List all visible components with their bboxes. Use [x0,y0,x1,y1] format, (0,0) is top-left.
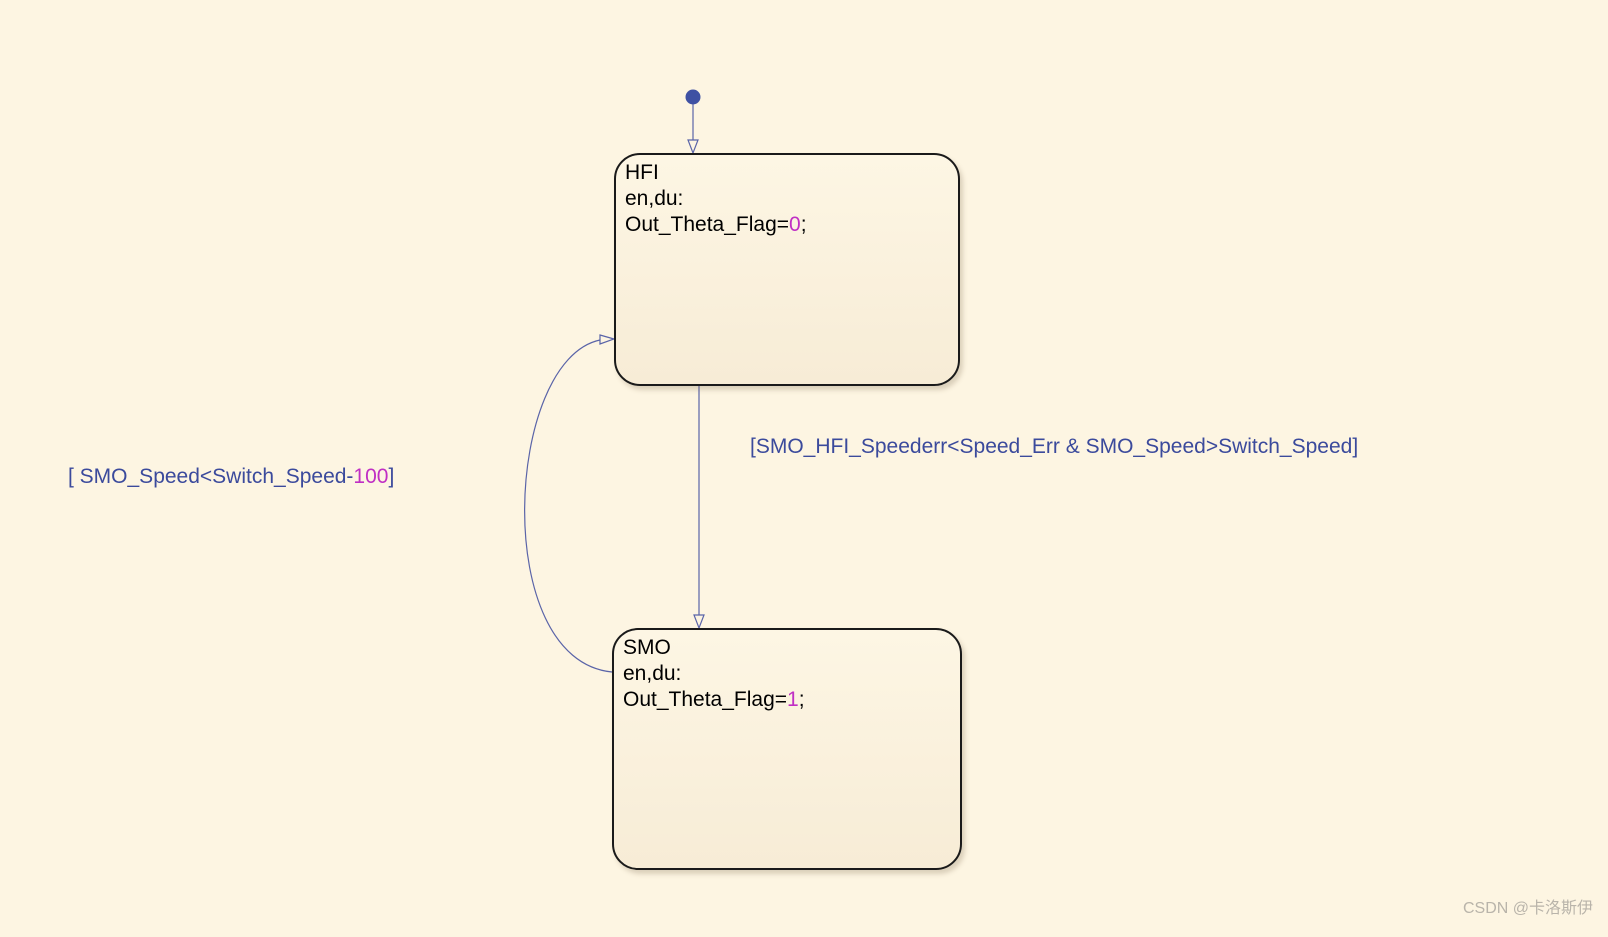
guard-hfi-to-smo[interactable]: [SMO_HFI_Speederr<Speed_Err & SMO_Speed>… [750,435,1359,458]
default-transition-arrowhead [687,139,699,155]
transition-hfi-to-smo-arrowhead [693,614,705,630]
default-transition-dot[interactable] [685,89,701,105]
state-hfi-name: HFI [625,161,659,184]
state-hfi-action-header: en,du: [625,187,684,210]
state-hfi-action: Out_Theta_Flag=0; [625,212,958,238]
state-hfi-action-value: 0 [789,213,801,236]
state-smo-action: Out_Theta_Flag=1; [623,687,960,713]
state-smo-name: SMO [623,636,671,659]
guard-smo-to-hfi[interactable]: [ SMO_Speed<Switch_Speed-100] [68,464,394,490]
watermark: CSDN @卡洛斯伊 [1462,900,1593,917]
state-smo-action-suffix: ; [798,688,805,711]
transition-smo-to-hfi-arrowhead [599,334,616,345]
state-smo-action-prefix: Out_Theta_Flag= [623,688,788,711]
guard-smo-to-hfi-suffix: ] [388,465,395,488]
state-smo[interactable]: SMO en,du: Out_Theta_Flag=1; [612,628,962,870]
state-hfi-action-suffix: ; [800,213,807,236]
guard-smo-to-hfi-prefix: [ SMO_Speed<Switch_Speed- [68,465,354,488]
state-smo-action-value: 1 [787,688,799,711]
transition-smo-to-hfi-line[interactable] [524,339,613,673]
state-hfi-action-prefix: Out_Theta_Flag= [625,213,790,236]
state-hfi[interactable]: HFI en,du: Out_Theta_Flag=0; [614,153,960,386]
guard-smo-to-hfi-number: 100 [353,465,389,488]
state-smo-action-header: en,du: [623,662,682,685]
